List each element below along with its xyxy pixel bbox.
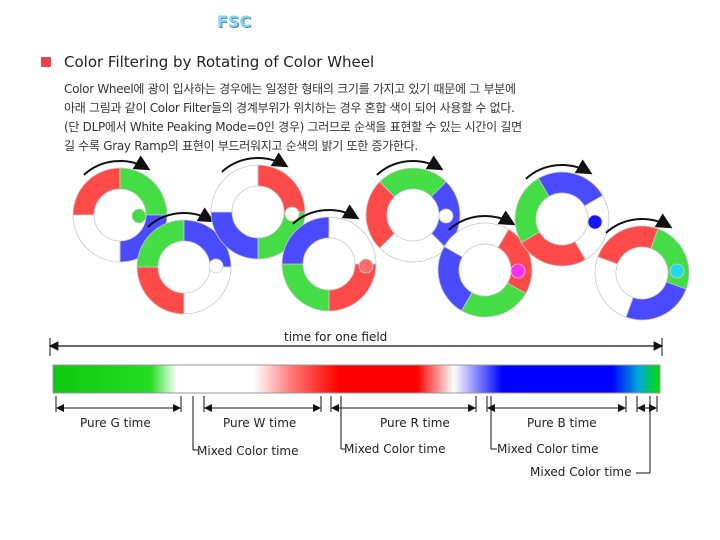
timeline (48, 338, 664, 474)
wheel-segment-green (281, 263, 330, 312)
light-spot-red (358, 258, 374, 274)
color-wheel (281, 204, 377, 312)
pure-r-label: Pure R time (380, 416, 450, 430)
wheel-segment-white (594, 256, 634, 318)
rotation-arrow-icon (376, 155, 444, 176)
wheel-segment-blue (625, 281, 687, 321)
wheel-segment-red (136, 266, 185, 315)
wheel-segment-white (210, 164, 259, 213)
page-title: FSC (216, 12, 252, 31)
pure-g-label: Pure G time (80, 416, 151, 430)
color-wheel (136, 207, 232, 315)
rotation-arrow-icon (605, 213, 673, 234)
description-paragraph: Color Wheel에 광이 입사하는 경우에는 일정한 형태의 크기를 가지… (64, 80, 664, 156)
rotation-arrow-icon (525, 159, 593, 180)
wheel-segment-red (257, 164, 306, 213)
wheel-segment-blue (437, 245, 473, 312)
color-wheel (210, 152, 306, 260)
wheel-segment-green (119, 167, 168, 216)
rotation-arrow-icon (147, 207, 215, 228)
light-spot-white (284, 206, 300, 222)
pure-w-label: Pure W time (223, 416, 297, 430)
wheel-segment-green (460, 282, 527, 318)
light-spot-cyan (669, 263, 685, 279)
mixed-color-label: Mixed Color time (530, 465, 632, 479)
wheel-segment-white (72, 214, 121, 263)
light-spot-white (438, 208, 454, 224)
light-spot-blue (587, 214, 603, 230)
color-wheel (514, 159, 610, 267)
rotation-arrow-icon (448, 210, 516, 231)
field-label: time for one field (284, 330, 388, 344)
wheel-segment-white (379, 232, 447, 263)
wheel-segment-green (650, 228, 690, 290)
light-spot-white (208, 258, 224, 274)
description-line: 길 수록 Gray Ramp의 표현이 부드러워지고 순색의 밝기 또한 증가한… (64, 139, 418, 153)
description-line: 아래 그림과 같이 Color Filter들의 경계부위가 위치하는 경우 혼… (64, 101, 515, 115)
wheel-segment-white (443, 222, 510, 258)
wheel-segment-red (72, 167, 121, 216)
description-line: (단 DLP에서 White Peaking Mode=0인 경우) 그러므로 … (64, 120, 522, 134)
light-spot-magenta (510, 263, 526, 279)
description-line: Color Wheel에 광이 입사하는 경우에는 일정한 형태의 크기를 가지… (64, 82, 516, 96)
mixed-color-label: Mixed Color time (197, 444, 299, 458)
rotation-arrow-icon (221, 152, 289, 173)
color-sequence-bar (52, 364, 661, 394)
rotation-arrow-icon (292, 204, 360, 225)
light-spot-green (131, 208, 147, 224)
section-heading: Color Filtering by Rotating of Color Whe… (64, 53, 375, 71)
bullet-marker (41, 57, 51, 67)
rotation-arrow-icon (83, 155, 151, 176)
wheel-segment-white (183, 266, 232, 315)
color-wheel (594, 213, 690, 321)
mixed-color-label: Mixed Color time (344, 442, 446, 456)
mixed-color-label: Mixed Color time (497, 442, 599, 456)
color-wheel (365, 155, 461, 263)
wheel-segment-white (328, 216, 377, 265)
pure-b-label: Pure B time (527, 416, 597, 430)
